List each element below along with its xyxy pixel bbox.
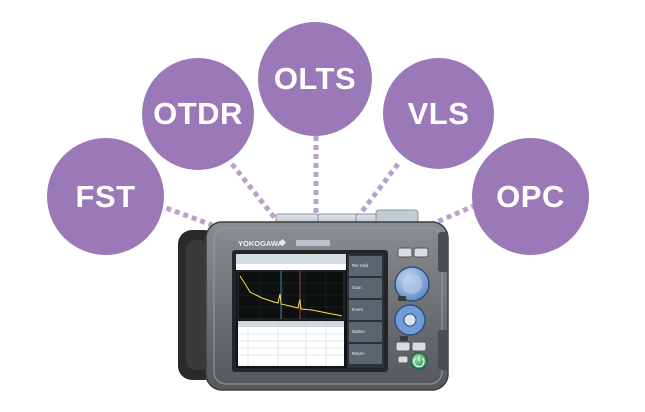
connector-fst	[157, 202, 213, 228]
bubble-label: OPC	[496, 178, 565, 214]
function-button[interactable]	[395, 341, 411, 352]
screen-menu-item: Scan	[352, 285, 362, 290]
bubble-otdr: OTDR	[142, 58, 254, 170]
bubble-label: FST	[75, 178, 136, 214]
bubble-label: OLTS	[273, 61, 357, 96]
function-button[interactable]	[411, 341, 427, 352]
function-button[interactable]	[397, 247, 413, 258]
bubble-vls: VLS	[383, 58, 494, 169]
bubble-opc: OPC	[472, 138, 589, 255]
function-button[interactable]	[413, 247, 429, 258]
connector-otdr	[230, 162, 280, 224]
enter-button[interactable]	[403, 313, 417, 327]
screen-menu-item: Event	[352, 307, 364, 312]
bubble-olts: OLTS	[258, 22, 372, 136]
bubble-fst: FST	[47, 138, 164, 255]
screen-menu-item: Marker	[352, 329, 366, 334]
function-button[interactable]	[397, 355, 409, 364]
screen-menu-item: Ret Hold	[352, 263, 369, 268]
screen-menu-item: Return	[352, 351, 365, 356]
connector-vls	[352, 162, 400, 224]
bubble-label: OTDR	[153, 96, 243, 131]
bubble-label: VLS	[407, 95, 470, 131]
event-table	[238, 321, 344, 366]
brand-label: YOKOGAWA	[238, 239, 284, 248]
